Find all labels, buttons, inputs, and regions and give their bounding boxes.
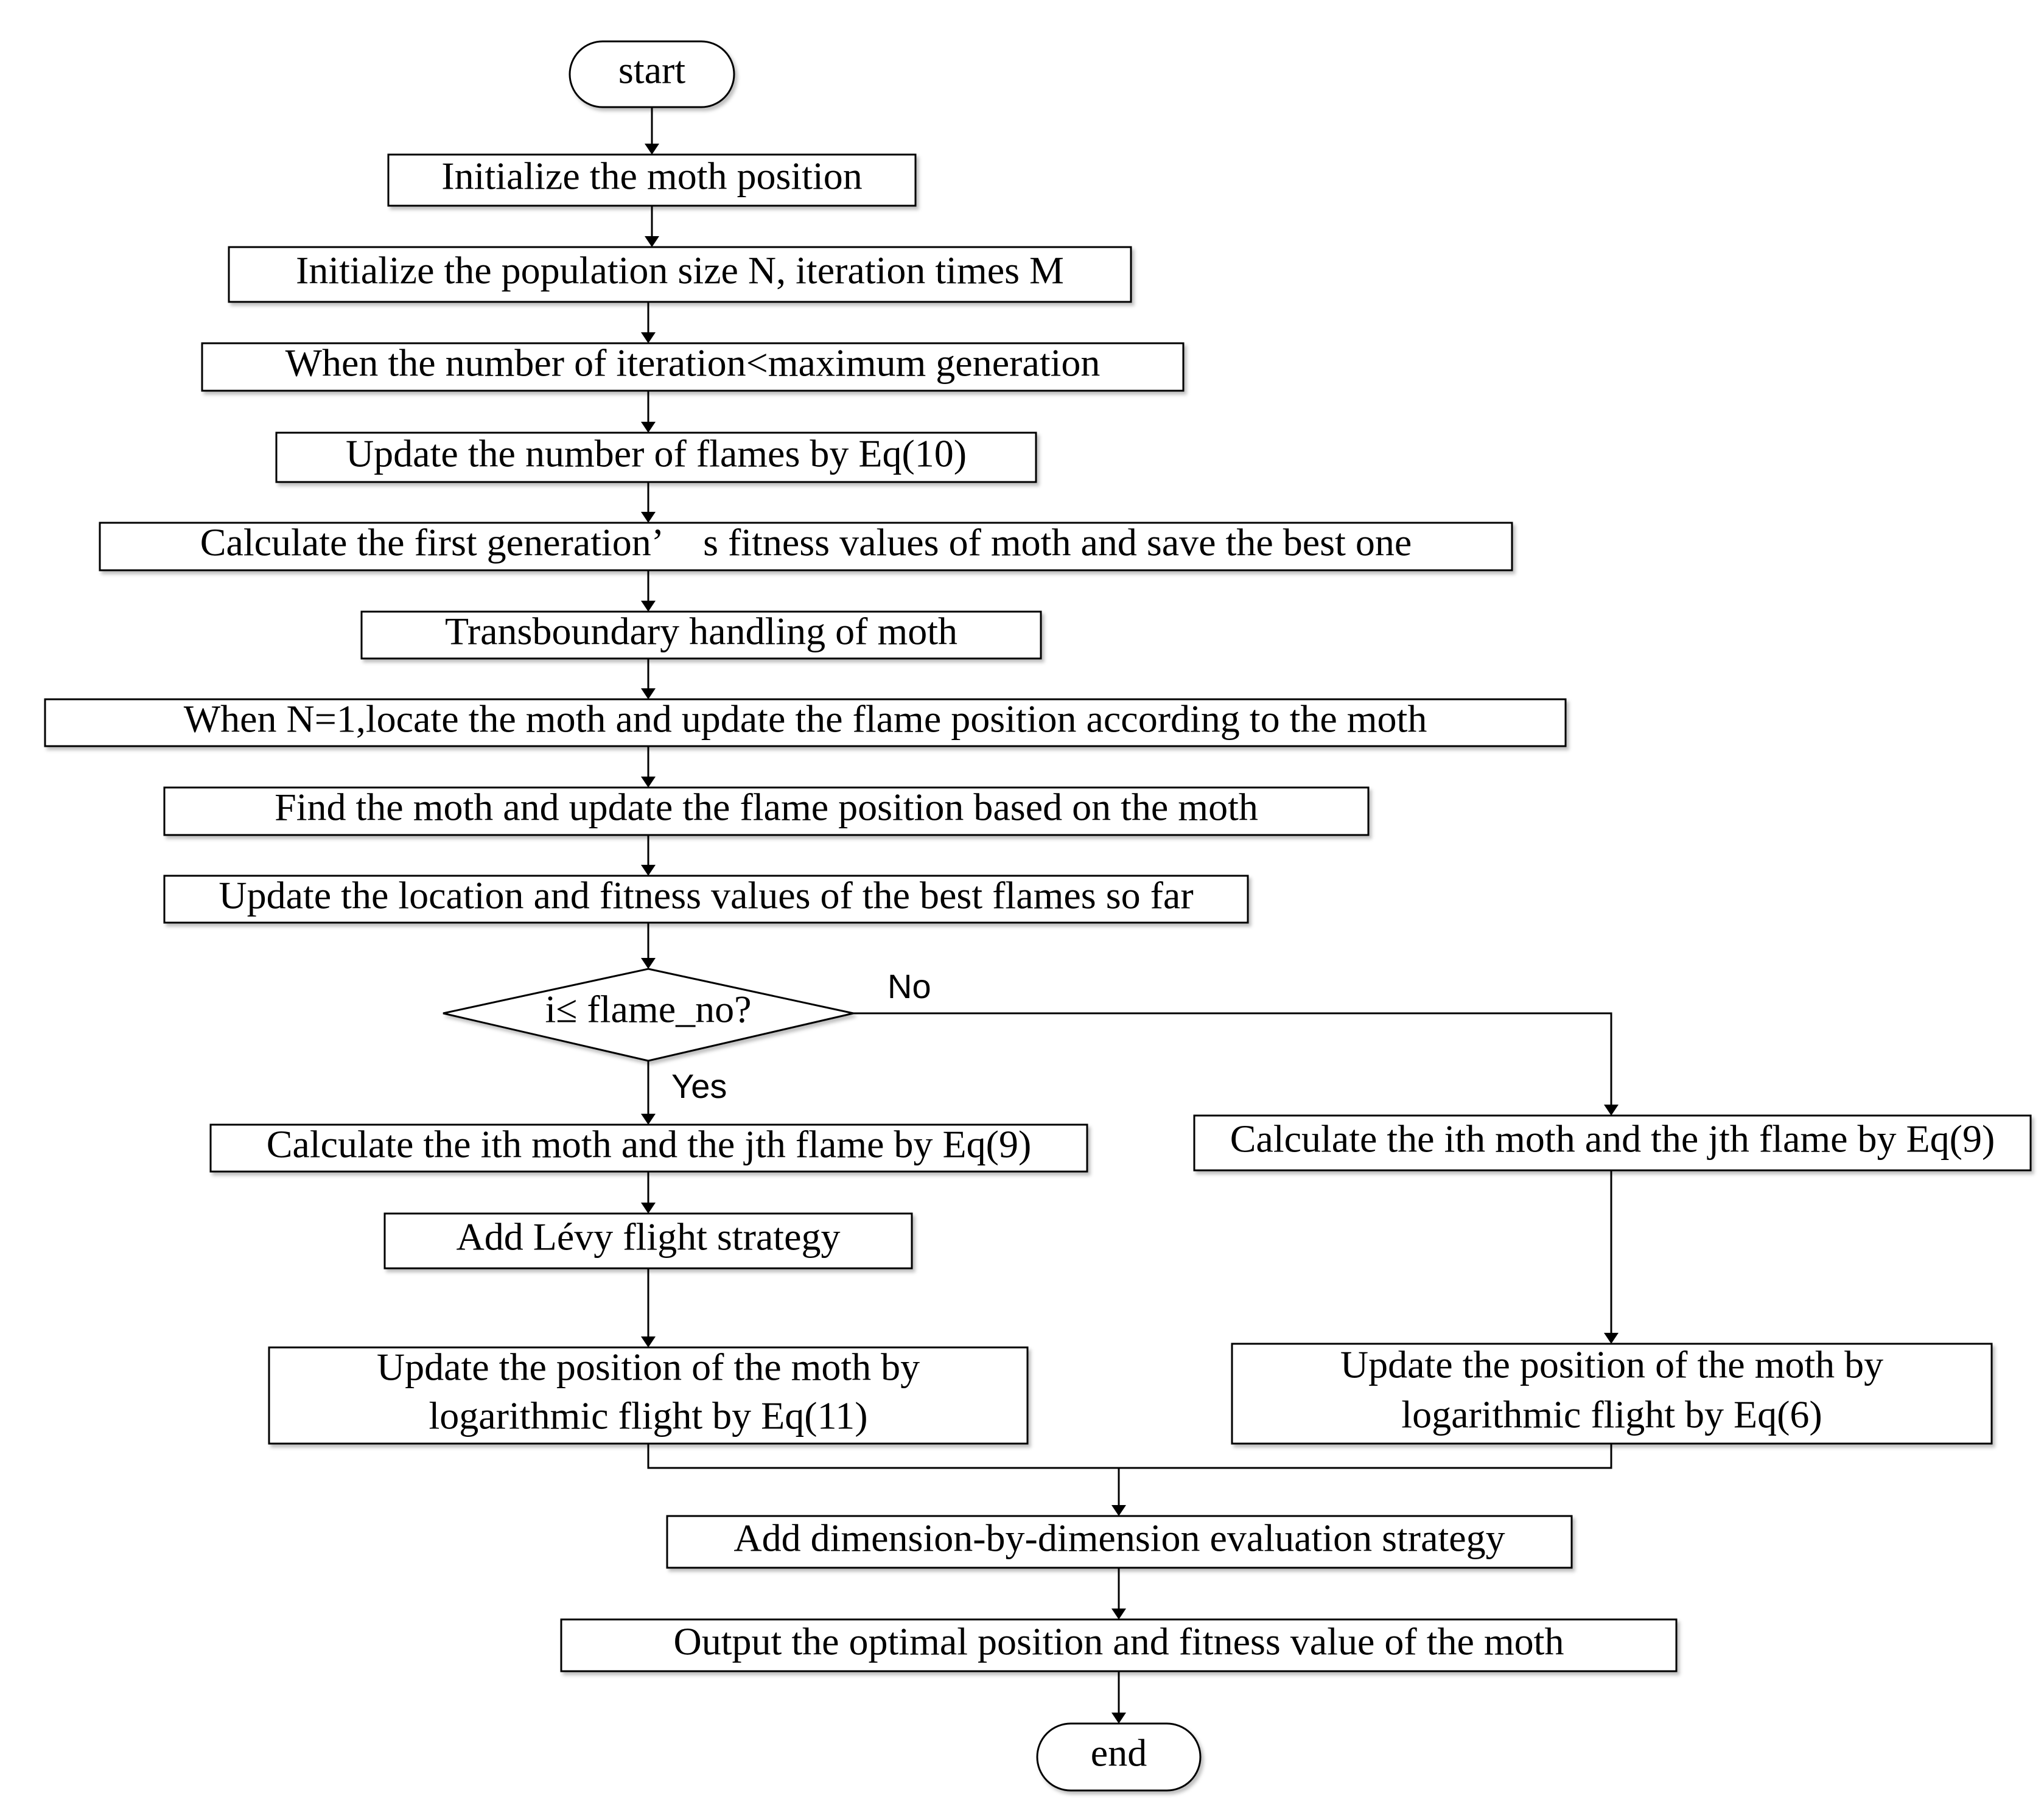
end-terminal: end	[1036, 1722, 1202, 1792]
yes-step-calculate-moth-flame: Calculate the ith moth and the jth flame…	[209, 1123, 1088, 1173]
step-label-line1: Update the position of the moth by	[377, 1346, 920, 1389]
step-label-line1: Update the position of the moth by	[1340, 1343, 1883, 1386]
step-label: Transboundary handling of moth	[445, 610, 957, 653]
step-iteration-loop: When the number of iteration<maximum gen…	[201, 341, 1185, 392]
step-initialize-moth-position: Initialize the moth position	[387, 153, 917, 207]
end-label: end	[1091, 1731, 1147, 1775]
step-locate-moth-n1: When N=1,locate the moth and update the …	[44, 697, 1567, 747]
step-label: Initialize the moth position	[441, 155, 862, 198]
connectors	[641, 107, 1619, 1724]
start-terminal: start	[569, 40, 735, 108]
step-label: Add dimension-by-dimension evaluation st…	[733, 1517, 1505, 1560]
no-branch-label: No	[887, 967, 931, 1005]
step-label: Output the optimal position and fitness …	[674, 1620, 1564, 1663]
step-label-line2: logarithmic flight by Eq(6)	[1401, 1393, 1822, 1436]
step-update-flames: Update the number of flames by Eq(10)	[275, 431, 1037, 483]
step-transboundary-handling: Transboundary handling of moth	[360, 610, 1042, 660]
step-label: Calculate the ith moth and the jth flame…	[1230, 1117, 1995, 1161]
step-label: When N=1,locate the moth and update the …	[184, 697, 1427, 741]
step-update-best-flames: Update the location and fitness values o…	[163, 874, 1249, 924]
yes-step-levy-flight: Add Lévy flight strategy	[383, 1212, 913, 1270]
step-initialize-population: Initialize the population size N, iterat…	[228, 246, 1132, 303]
decision-label: i≤ flame_no?	[545, 988, 752, 1031]
no-step-calculate-moth-flame: Calculate the ith moth and the jth flame…	[1193, 1114, 2032, 1172]
step-label: Update the location and fitness values o…	[219, 874, 1193, 917]
step-find-moth: Find the moth and update the flame posit…	[163, 786, 1370, 836]
step-output-optimal: Output the optimal position and fitness …	[560, 1618, 1678, 1672]
decision-flame-no: i≤ flame_no?	[443, 968, 854, 1062]
step-label: Calculate the first generation’ s fitnes…	[200, 521, 1412, 564]
step-dimension-evaluation: Add dimension-by-dimension evaluation st…	[666, 1515, 1573, 1569]
yes-step-update-position: Update the position of the moth by logar…	[268, 1346, 1029, 1445]
step-label: Find the moth and update the flame posit…	[275, 786, 1258, 829]
step-label: Update the number of flames by Eq(10)	[346, 432, 967, 475]
step-label: Add Lévy flight strategy	[457, 1215, 841, 1259]
step-calculate-first-generation: Calculate the first generation’ s fitnes…	[99, 521, 1513, 571]
step-label: Initialize the population size N, iterat…	[296, 249, 1064, 292]
step-label: Calculate the ith moth and the jth flame…	[267, 1123, 1032, 1166]
step-label-line2: logarithmic flight by Eq(11)	[429, 1394, 867, 1437]
step-label: When the number of iteration<maximum gen…	[285, 341, 1101, 385]
yes-branch-label: Yes	[671, 1067, 727, 1105]
no-step-update-position: Update the position of the moth by logar…	[1231, 1343, 1993, 1445]
start-label: start	[618, 49, 685, 92]
